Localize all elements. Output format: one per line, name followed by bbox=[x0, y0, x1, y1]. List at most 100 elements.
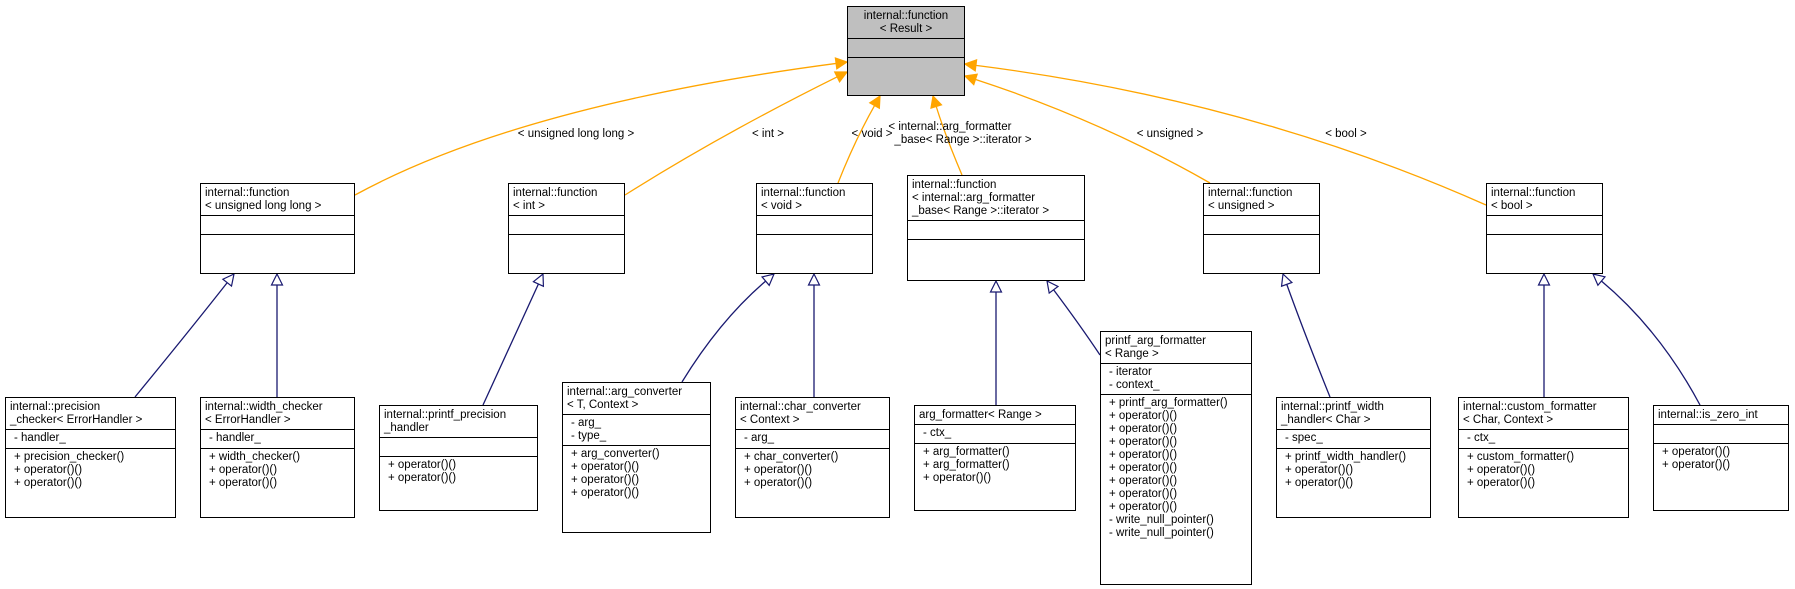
methods-section: + operator()()+ operator()() bbox=[1654, 443, 1788, 474]
class-title-line: internal::function bbox=[863, 10, 949, 22]
class-box-ull[interactable]: internal::function< unsigned long long > bbox=[200, 183, 355, 274]
methods-section bbox=[757, 234, 872, 253]
class-title: internal::printf_precision_handler bbox=[380, 406, 537, 437]
class-box-custom-fmt[interactable]: internal::custom_formatter< Char, Contex… bbox=[1458, 397, 1629, 518]
class-title-line: internal::width_checker bbox=[205, 401, 323, 413]
class-title-line: internal::printf_precision bbox=[384, 409, 507, 421]
class-title-line: internal::function bbox=[912, 179, 997, 191]
class-box-prec-checker[interactable]: internal::precision_checker< ErrorHandle… bbox=[5, 397, 176, 518]
methods-section: + operator()()+ operator()() bbox=[380, 456, 537, 487]
attribute-item: - ctx_ bbox=[1467, 432, 1496, 444]
method-item: + operator()() bbox=[388, 472, 457, 484]
class-box-printf-arg-fmt[interactable]: printf_arg_formatter< Range >- iterator-… bbox=[1100, 331, 1252, 585]
attributes-section bbox=[1487, 215, 1602, 234]
method-item: + operator()() bbox=[1662, 459, 1731, 471]
class-box-printf-prec[interactable]: internal::printf_precision_handler+ oper… bbox=[379, 405, 538, 511]
class-title-line: internal::arg_converter bbox=[567, 386, 683, 398]
class-box-width-checker[interactable]: internal::width_checker< ErrorHandler >-… bbox=[200, 397, 355, 518]
template-edge-iter-arrowhead bbox=[930, 94, 943, 109]
class-box-char-conv[interactable]: internal::char_converter< Context >- arg… bbox=[735, 397, 890, 518]
method-item: + operator()() bbox=[209, 477, 278, 489]
attribute-item: - context_ bbox=[1109, 379, 1160, 391]
method-item: + operator()() bbox=[571, 474, 640, 486]
method-item: + printf_width_handler() bbox=[1285, 451, 1407, 463]
attribute-item: - arg_ bbox=[744, 432, 775, 444]
class-box-uns[interactable]: internal::function< unsigned > bbox=[1203, 183, 1320, 274]
class-title-line: < Result > bbox=[879, 23, 933, 35]
template-edge-ull-arrowhead bbox=[834, 57, 849, 70]
inherit-edge-printf-width-arrowhead bbox=[1280, 272, 1294, 288]
attribute-item: - handler_ bbox=[14, 432, 66, 444]
method-item: + operator()() bbox=[1109, 501, 1178, 513]
methods-section: + custom_formatter()+ operator()()+ oper… bbox=[1459, 448, 1628, 492]
class-box-iter[interactable]: internal::function< internal::arg_format… bbox=[907, 175, 1085, 281]
template-edge-uns-arrowhead bbox=[963, 73, 979, 86]
edge-label-iter: < internal::arg_formatter_base< Range >:… bbox=[888, 121, 1031, 147]
methods-section: + printf_width_handler()+ operator()()+ … bbox=[1277, 448, 1430, 492]
class-box-printf-width[interactable]: internal::printf_width_handler< Char >- … bbox=[1276, 397, 1431, 518]
class-box-bool[interactable]: internal::function< bool > bbox=[1486, 183, 1603, 274]
attributes-section: - arg_- type_ bbox=[563, 414, 710, 445]
class-title: internal::function< unsigned long long > bbox=[201, 184, 354, 215]
class-title: internal::function< int > bbox=[509, 184, 624, 215]
class-title: internal::printf_width_handler< Char > bbox=[1277, 398, 1430, 429]
class-title-line: < Context > bbox=[740, 414, 800, 426]
class-box-arg-fmt[interactable]: arg_formatter< Range >- ctx_+ arg_format… bbox=[914, 405, 1076, 511]
method-item: + operator()() bbox=[1467, 477, 1536, 489]
class-box-is-zero-int[interactable]: internal::is_zero_int+ operator()()+ ope… bbox=[1653, 405, 1789, 511]
attributes-section bbox=[380, 437, 537, 456]
inherit-edge-arg-conv-arrowhead bbox=[760, 273, 776, 287]
method-item: + precision_checker() bbox=[14, 451, 125, 463]
class-title-line: internal::custom_formatter bbox=[1463, 401, 1597, 413]
edge-label-line: < void > bbox=[851, 128, 893, 140]
edge-label-bool: < bool > bbox=[1325, 128, 1367, 141]
attributes-section: - ctx_ bbox=[915, 424, 1075, 443]
template-edge-ull-line bbox=[354, 62, 838, 196]
class-title: internal::width_checker< ErrorHandler > bbox=[201, 398, 354, 429]
method-item: + operator()() bbox=[1285, 477, 1354, 489]
class-title-line: internal::function bbox=[205, 187, 290, 199]
class-box-void[interactable]: internal::function< void > bbox=[756, 183, 873, 274]
edge-label-uns: < unsigned > bbox=[1137, 128, 1204, 141]
class-title-line: internal::function bbox=[761, 187, 846, 199]
class-title: internal::char_converter< Context > bbox=[736, 398, 889, 429]
class-title: internal::function< Result > bbox=[848, 7, 964, 38]
class-box-int[interactable]: internal::function< int > bbox=[508, 183, 625, 274]
class-title-line: _handler bbox=[384, 422, 429, 434]
methods-section bbox=[1204, 234, 1319, 253]
class-title-line: internal::function bbox=[1208, 187, 1293, 199]
edge-label-line: < unsigned > bbox=[1136, 128, 1204, 140]
attributes-section bbox=[1654, 424, 1788, 443]
method-item: + char_converter() bbox=[744, 451, 839, 463]
methods-section: + width_checker()+ operator()()+ operato… bbox=[201, 448, 354, 492]
method-item: + operator()() bbox=[1109, 410, 1178, 422]
methods-section bbox=[908, 239, 1084, 258]
class-title-line: < Range > bbox=[1105, 348, 1159, 360]
root-class-box[interactable]: internal::function< Result > bbox=[847, 6, 965, 96]
attributes-section: - iterator- context_ bbox=[1101, 363, 1251, 394]
method-item: - write_null_pointer() bbox=[1109, 514, 1214, 526]
attributes-section bbox=[757, 215, 872, 234]
class-title: internal::arg_converter< T, Context > bbox=[563, 383, 710, 414]
template-edge-int-line bbox=[624, 75, 839, 196]
methods-section bbox=[201, 234, 354, 253]
method-item: + operator()() bbox=[14, 464, 83, 476]
inherit-edge-printf-arg-fmt-line bbox=[1052, 288, 1101, 356]
inherit-edge-prec-checker-line bbox=[134, 281, 229, 398]
method-item: + operator()() bbox=[571, 487, 640, 499]
method-item: - write_null_pointer() bbox=[1109, 527, 1214, 539]
attribute-item: - type_ bbox=[571, 430, 607, 442]
methods-section bbox=[848, 57, 964, 76]
class-title: internal::precision_checker< ErrorHandle… bbox=[6, 398, 175, 429]
methods-section: + arg_converter()+ operator()()+ operato… bbox=[563, 445, 710, 502]
attributes-section: - arg_ bbox=[736, 429, 889, 448]
edge-label-ull: < unsigned long long > bbox=[518, 128, 634, 141]
class-title: arg_formatter< Range > bbox=[915, 406, 1075, 424]
edge-label-void: < void > bbox=[852, 128, 893, 141]
edge-label-int: < int > bbox=[752, 128, 784, 141]
class-title-line: internal::function bbox=[1491, 187, 1576, 199]
inherit-edge-prec-checker-arrowhead bbox=[221, 272, 235, 288]
inherit-edge-printf-prec-arrowhead bbox=[532, 272, 545, 288]
class-box-arg-conv[interactable]: internal::arg_converter< T, Context >- a… bbox=[562, 382, 711, 533]
attributes-section: - handler_ bbox=[6, 429, 175, 448]
